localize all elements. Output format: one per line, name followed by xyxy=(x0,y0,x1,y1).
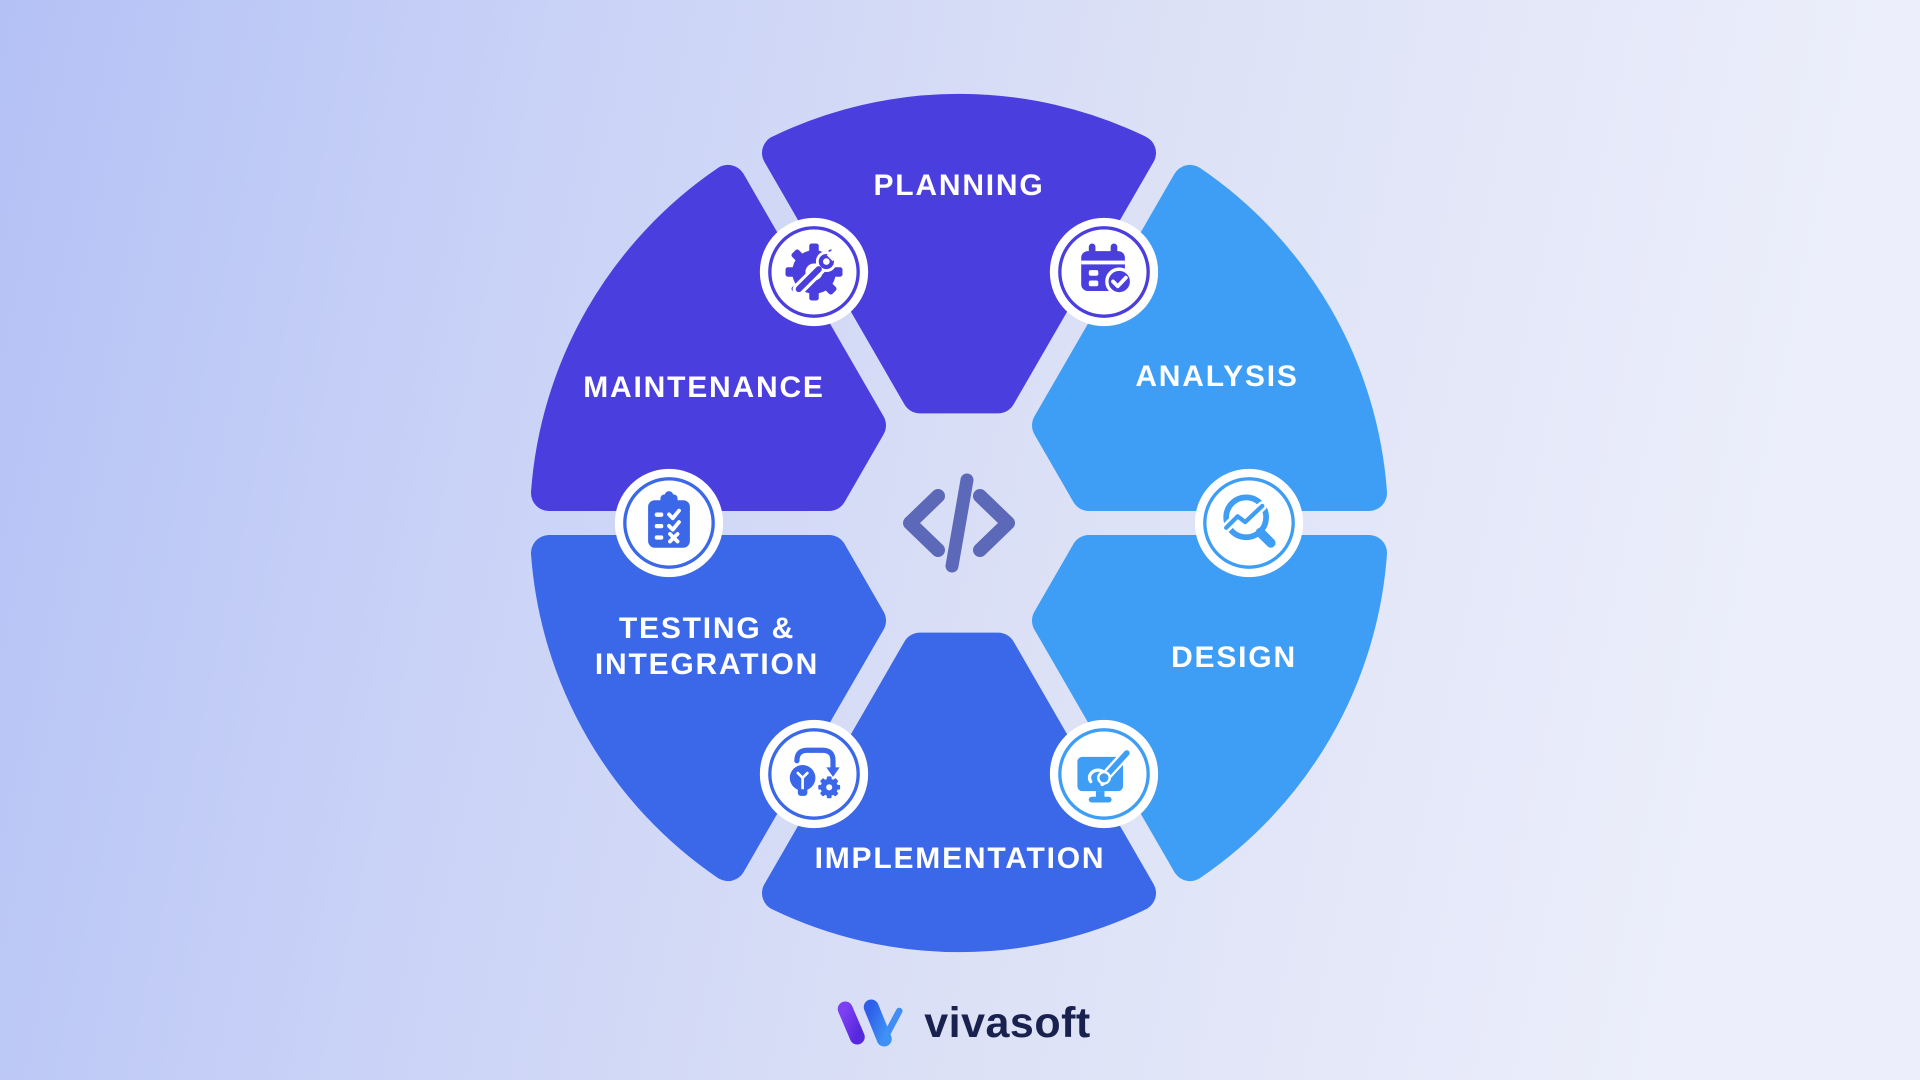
petal-implementation xyxy=(762,632,1156,953)
gear-wrench-icon xyxy=(757,215,871,329)
label-design: DESIGN xyxy=(1171,641,1297,674)
code-icon xyxy=(894,468,1024,578)
lifecycle-wheel xyxy=(530,93,1388,953)
checklist-clipboard-icon xyxy=(612,466,726,580)
calendar-check-icon xyxy=(1047,215,1161,329)
petal-analysis xyxy=(1032,164,1388,511)
petal-testing xyxy=(530,535,886,882)
idea-process-icon xyxy=(757,717,871,831)
vivasoft-logo-text: vivasoft xyxy=(924,998,1091,1047)
petal-maintenance xyxy=(530,164,886,511)
monitor-brush-icon xyxy=(1047,717,1161,831)
petal-planning xyxy=(762,93,1156,414)
vivasoft-logo: vivasoft xyxy=(829,998,1091,1048)
label-planning: PLANNING xyxy=(873,169,1045,202)
label-testing-integration: TESTING & INTEGRATION xyxy=(594,612,820,681)
petal-design xyxy=(1032,535,1388,882)
analytics-magnifier-icon xyxy=(1192,466,1306,580)
vivasoft-logo-mark xyxy=(829,998,909,1048)
label-maintenance: MAINTENANCE xyxy=(583,371,825,404)
label-implementation: IMPLEMENTATION xyxy=(814,842,1106,875)
label-analysis: ANALYSIS xyxy=(1135,360,1299,393)
